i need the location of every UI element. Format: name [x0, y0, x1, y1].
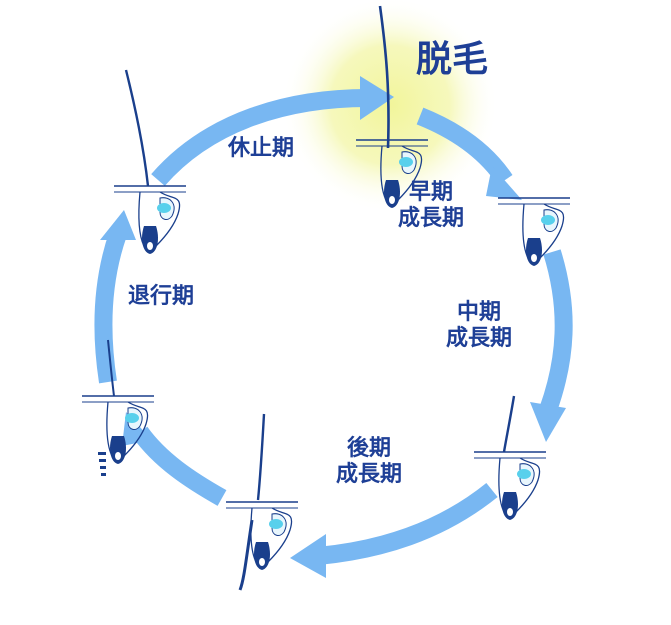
arrow-catagen-to-telogen	[94, 231, 127, 384]
hair-follicle-icon	[473, 395, 547, 521]
label-early-line1: 早期	[409, 180, 454, 205]
highlight-glow	[282, 0, 498, 213]
label-catagen: 退行期	[128, 284, 195, 309]
label-telogen: 休止期	[228, 136, 295, 161]
label-mid-line2: 成長期	[446, 326, 513, 352]
label-early-line2: 成長期	[398, 206, 465, 232]
hair-follicle-icon	[225, 413, 299, 591]
label-shedding: 脱毛	[416, 39, 489, 80]
hair-follicle-icon	[355, 5, 429, 209]
arrow-mid-to-late	[317, 482, 498, 565]
arrow-telogen-to-shedding	[151, 89, 369, 186]
label-late-line1: 後期	[347, 436, 392, 461]
hair-follicle-icon	[81, 339, 155, 476]
label-late-anagen: 後期 成長期	[336, 436, 402, 489]
cycle-arrows	[94, 89, 573, 565]
hair-follicle-icon	[113, 69, 187, 255]
label-mid-line1: 中期	[457, 300, 502, 325]
arrow-late-to-catagen	[132, 426, 227, 506]
label-mid-anagen: 中期 成長期	[446, 300, 512, 353]
label-late-line2: 成長期	[336, 462, 403, 488]
arrow-early-to-mid	[539, 249, 573, 414]
label-early-anagen: 早期 成長期	[398, 180, 464, 233]
arrow-shedding-to-early	[416, 107, 513, 186]
